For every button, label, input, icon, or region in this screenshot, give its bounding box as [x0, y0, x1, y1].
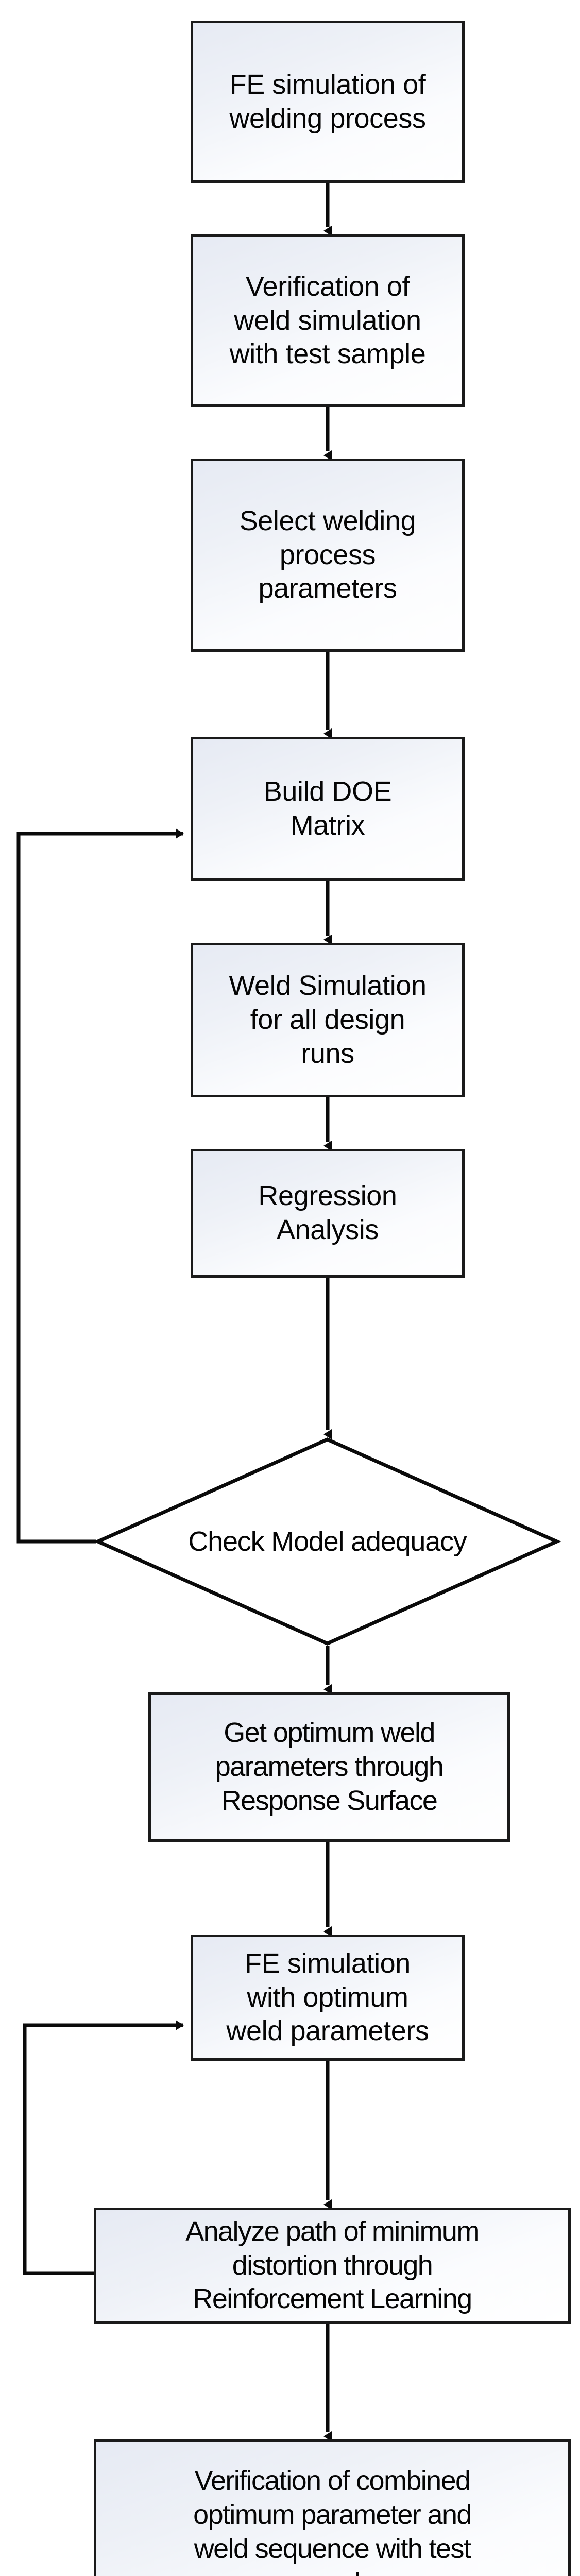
node-analyze-path-minimum-distortion[interactable]: Analyze path of minimum distortion throu…	[94, 2208, 571, 2324]
node-fe-simulation-optimum-weld-parameters[interactable]: FE simulation with optimum weld paramete…	[191, 1935, 465, 2061]
node-weld-simulation-all-design-runs[interactable]: Weld Simulation for all design runs	[191, 943, 465, 1097]
node-label: Select welding process parameters	[239, 505, 416, 604]
node-label: Build DOE Matrix	[263, 776, 392, 841]
edge-8-feedback-connector	[16, 828, 184, 1544]
node-verification-combined-optimum[interactable]: Verification of combined optimum paramet…	[94, 2439, 571, 2576]
node-fe-simulation-welding-process[interactable]: FE simulation of welding process	[191, 21, 465, 183]
node-label: Verification of weld simulation with tes…	[229, 270, 426, 370]
node-verification-weld-simulation[interactable]: Verification of weld simulation with tes…	[191, 234, 465, 407]
node-label: Verification of combined optimum paramet…	[193, 2465, 472, 2576]
edge-11-feedback-connector	[23, 2020, 184, 2275]
node-get-optimum-weld-parameters[interactable]: Get optimum weld parameters through Resp…	[148, 1692, 510, 1842]
node-label: FE simulation of welding process	[229, 69, 426, 134]
node-label: Analyze path of minimum distortion throu…	[185, 2215, 480, 2315]
node-label: Get optimum weld parameters through Resp…	[215, 1717, 444, 1816]
node-label: FE simulation with optimum weld paramete…	[226, 1947, 429, 2047]
node-label: Weld Simulation for all design runs	[229, 970, 427, 1069]
node-build-doe-matrix[interactable]: Build DOE Matrix	[191, 737, 465, 881]
node-select-welding-process-parameters[interactable]: Select welding process parameters	[191, 459, 465, 652]
node-regression-analysis[interactable]: Regression Analysis	[191, 1149, 465, 1278]
node-label: Regression Analysis	[258, 1180, 397, 1245]
diamond-shape	[93, 1437, 561, 1646]
node-check-model-adequacy[interactable]: Check Model adequacy	[93, 1437, 561, 1646]
